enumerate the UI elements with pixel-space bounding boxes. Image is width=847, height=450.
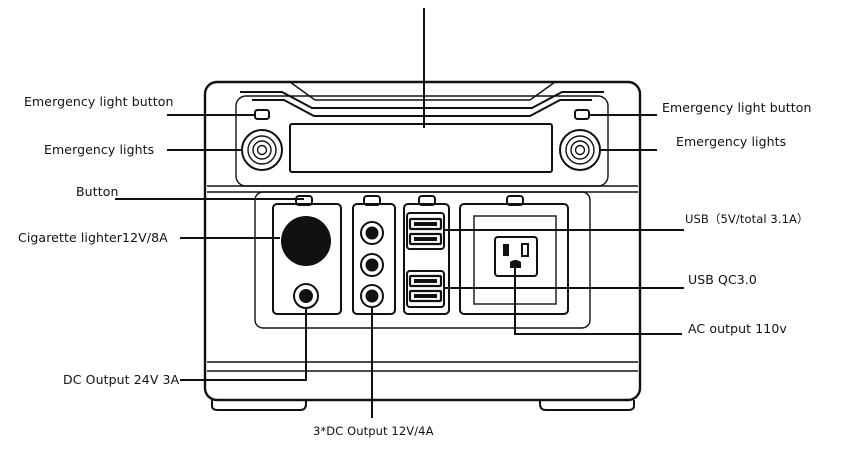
label-cigarette-lighter: Cigarette lighter12V/8A [18,230,168,245]
callout-lines [115,8,684,418]
label-emergency-light-button-left: Emergency light button [24,94,174,109]
label-emergency-lights-left: Emergency lights [44,142,155,157]
label-button: Button [76,184,119,199]
dc-12v-module [352,203,396,315]
control-panel [254,191,591,329]
dc-24v-port [299,289,313,303]
label-emergency-lights-right: Emergency lights [676,134,787,149]
cigarette-lighter-socket [281,216,331,266]
display-window [289,123,553,173]
carry-handle [240,81,604,117]
label-ac-output: AC output 110v [688,321,787,336]
upper-panel [235,95,609,187]
label-emergency-light-button-right: Emergency light button [662,100,812,115]
label-dc-output-24v: DC Output 24V 3A [63,372,180,387]
label-dc-output-12v: 3*DC Output 12V/4A [313,424,434,438]
label-usb: USB（5V/total 3.1A） [685,212,809,226]
label-usb-qc: USB QC3.0 [688,272,757,287]
